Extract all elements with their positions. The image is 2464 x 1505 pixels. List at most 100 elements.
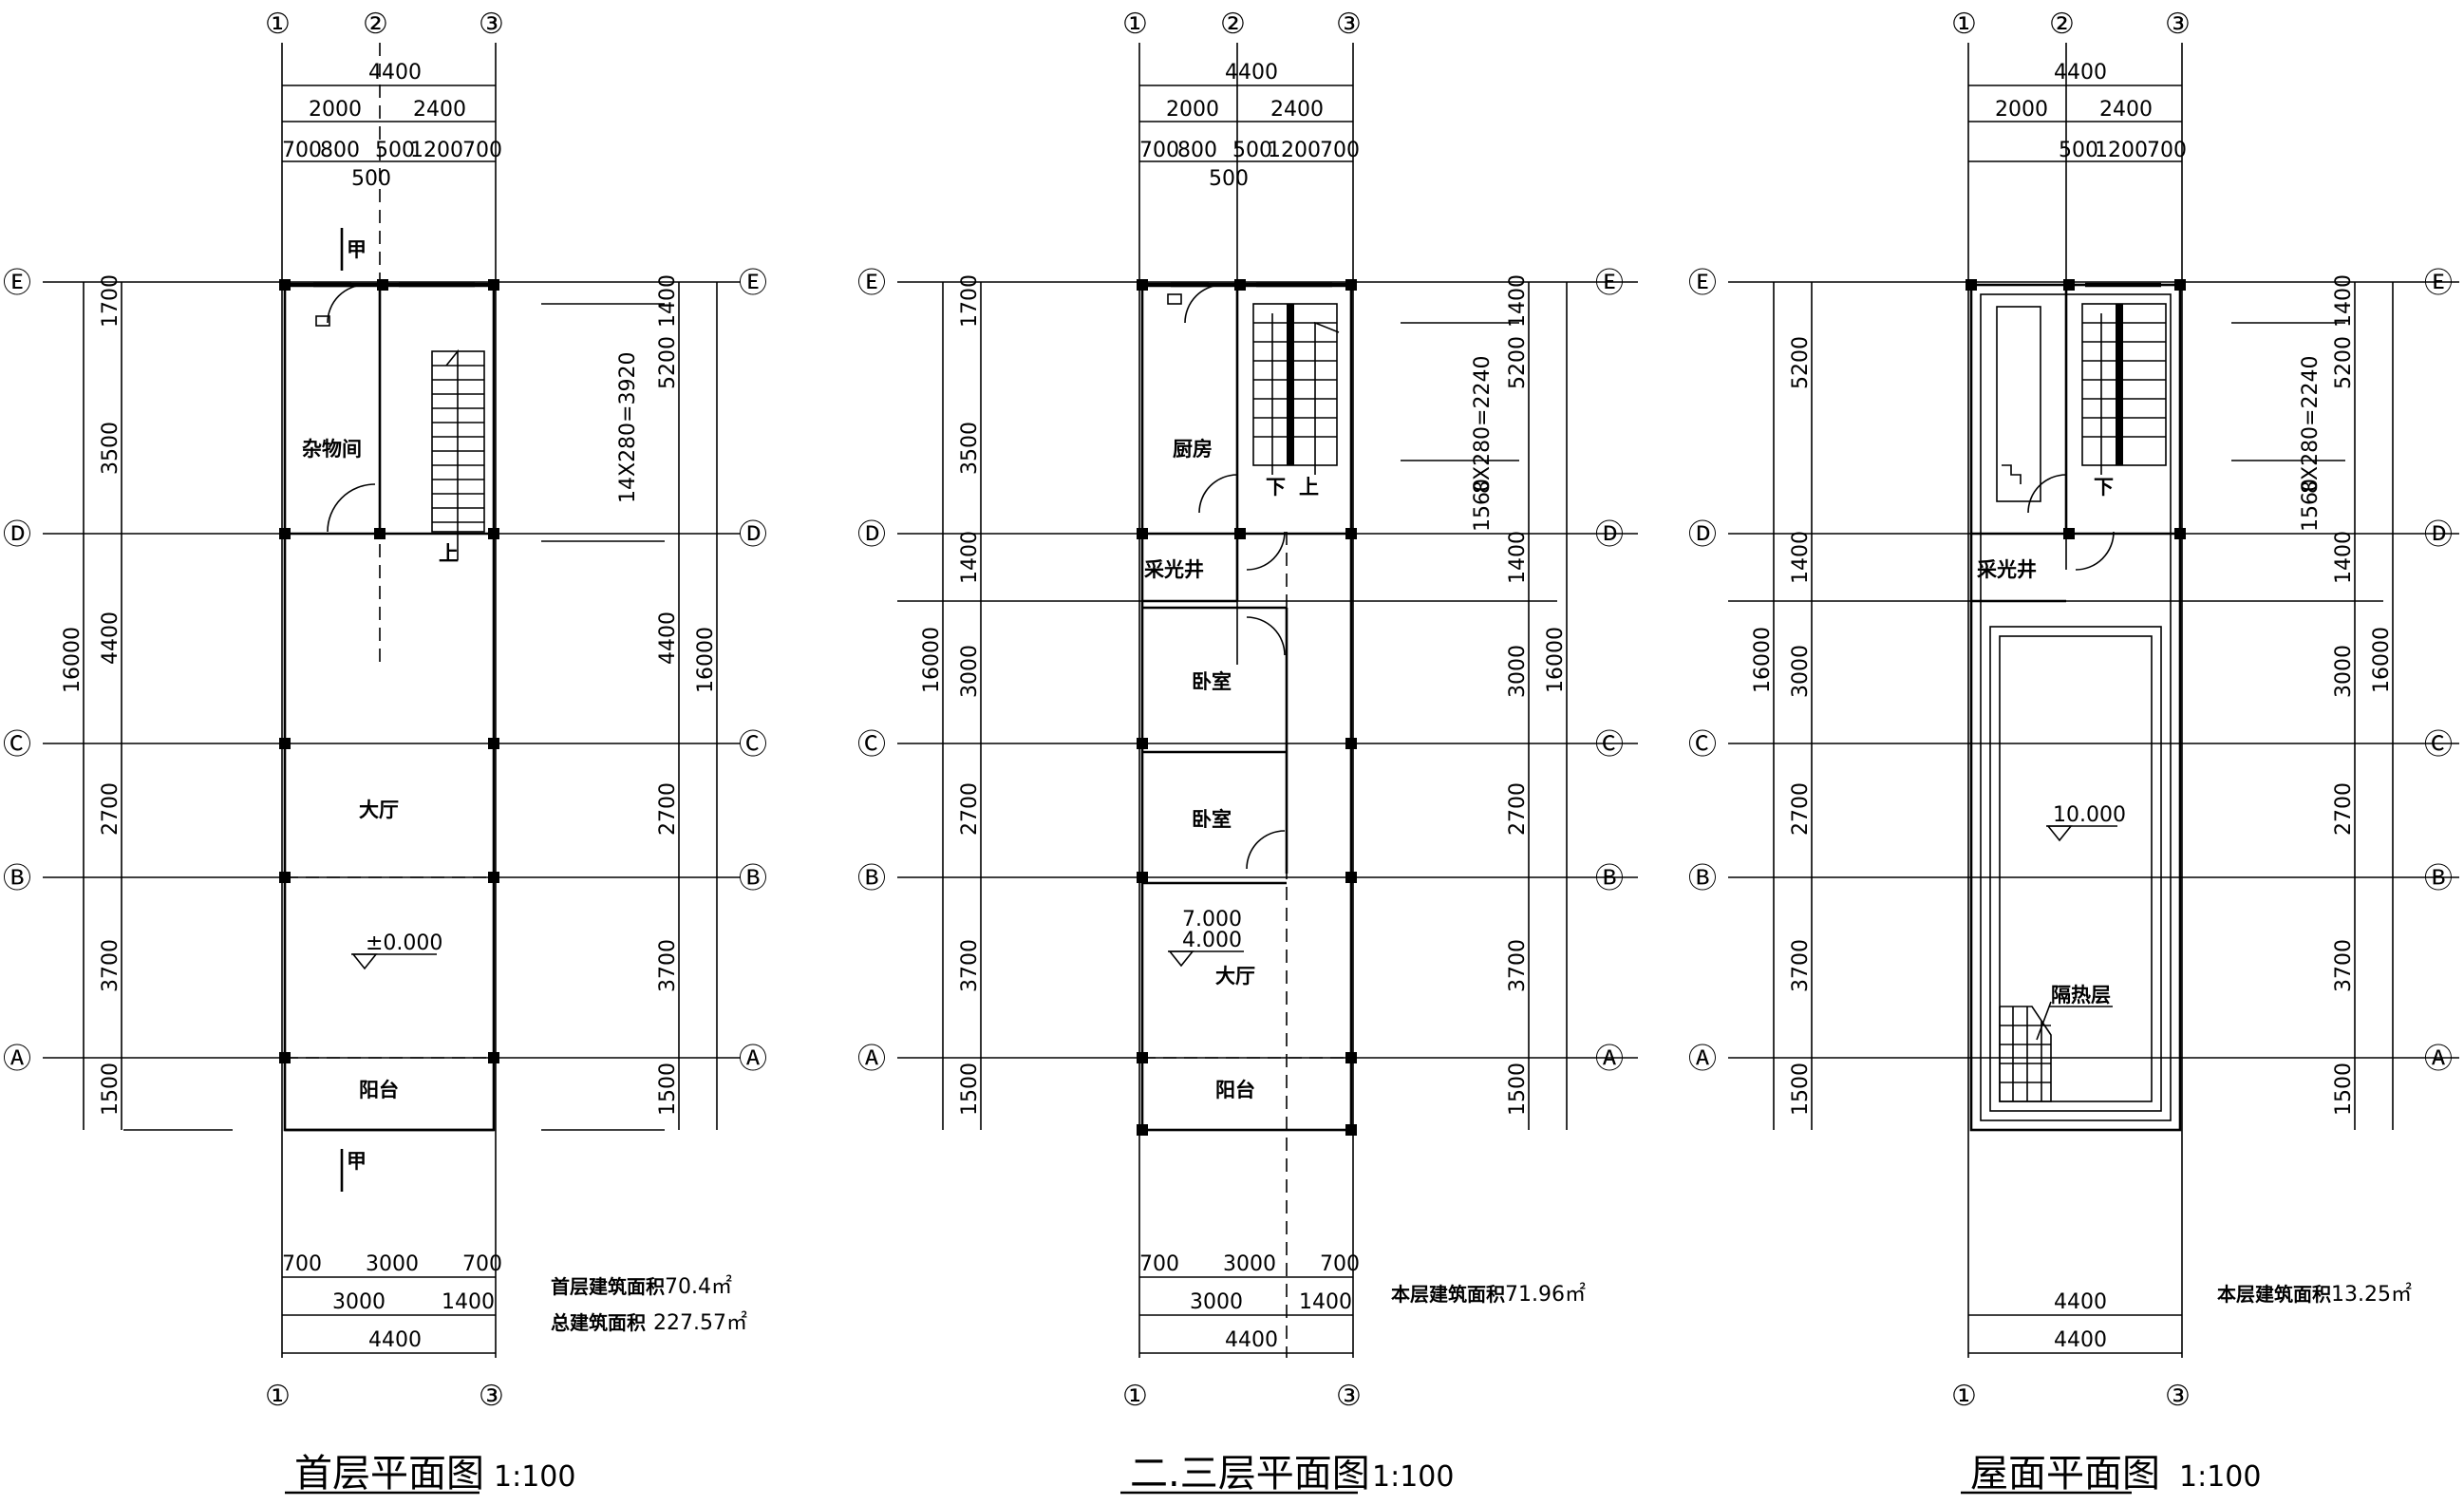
axis-d-left-ground: Ⓓ [3, 518, 31, 552]
dim-right-8-roof: 1500 [2332, 1063, 2356, 1116]
room-bedroom-2: 卧室 [1192, 808, 1232, 831]
area-label-total: 总建筑面积 [551, 1311, 646, 1334]
stair-up-upper: 上 [1299, 476, 1319, 499]
upper-floor-plan: 下 上 厨房 采光井 卧室 卧室 大厅 阳台 7.000 4.000 4400 … [897, 43, 1638, 1496]
dim-left-2: 3500 [99, 422, 122, 475]
plan-scale-roof: 1:100 [2179, 1460, 2261, 1494]
axis-c-right-upper: Ⓒ [1595, 728, 1624, 762]
axis-c-right-roof: Ⓒ [2424, 728, 2453, 762]
dim-right-6-roof: 2700 [2332, 782, 2356, 836]
room-storage: 杂物间 [302, 438, 362, 461]
dim-right-4: 2700 [656, 782, 680, 836]
dim-right-2-roof: 5200 [2332, 336, 2356, 389]
axis-c-right-ground: Ⓒ [739, 728, 767, 762]
dim-total-width-upper: 4400 [1225, 61, 1278, 85]
axis-a-right-upper: Ⓐ [1595, 1043, 1624, 1076]
axis-a-left-ground: Ⓐ [3, 1043, 31, 1076]
stair-up-label: 上 [439, 542, 459, 565]
axis-e-right-upper: Ⓔ [1595, 267, 1624, 300]
ground-floor-plan: 甲 甲 杂物间 大厅 阳台 上 ±0.000 4400 2000 2400 70… [43, 43, 747, 1496]
elevation-ground: ±0.000 [366, 931, 442, 955]
axis-e-left-roof: Ⓔ [1688, 267, 1717, 300]
dim-right-1: 1400 [656, 274, 680, 328]
dim-total-depth-left-upper: 16000 [920, 627, 944, 693]
area-value-ground: 70.4㎡ [665, 1274, 732, 1299]
axis-a-right-ground: Ⓐ [739, 1043, 767, 1076]
dim-width-2-upper: 2400 [1270, 98, 1324, 122]
dim-detail-1-roof: 500 [2059, 139, 2098, 162]
section-mark-top: 甲 [347, 238, 367, 261]
dim-total-depth-right: 16000 [694, 627, 718, 693]
elevation-upper-1: 7.000 [1182, 908, 1242, 931]
dim-total-depth-left-roof: 16000 [1751, 627, 1775, 693]
dim-stair-upper: 8X280=2240 [1471, 356, 1495, 494]
dim-detail-4-upper: 1200 [1268, 139, 1321, 162]
dim-right-2-upper: 5200 [1506, 336, 1530, 389]
dim-detail-sub-upper: 500 [1209, 167, 1249, 191]
dim-left-4-roof: 2700 [1789, 782, 1813, 836]
room-hall: 大厅 [359, 799, 399, 821]
area-label-ground: 首层建筑面积 [551, 1275, 665, 1298]
room-insulation: 隔热层 [2051, 984, 2111, 1006]
dim-bottom-3-upper: 700 [1320, 1252, 1360, 1276]
dim-right-8-upper: 1500 [1506, 1063, 1530, 1116]
dim-right-6: 1500 [656, 1063, 680, 1116]
dim-bottom-total-roof: 4400 [2054, 1328, 2107, 1352]
dim-stair-roof: 8X280=2240 [2299, 356, 2323, 494]
area-value-total: 227.57㎡ [653, 1310, 747, 1335]
dim-detail-2-upper: 800 [1177, 139, 1217, 162]
dim-right-3-upper: 1560 [1471, 479, 1495, 532]
dim-left-4-upper: 3000 [958, 645, 982, 698]
axis-b-right-upper: Ⓑ [1595, 862, 1624, 895]
axis-bubbles: ① ② ③ ① ③ ① ② ③ ① ③ ① ② ③ ① ③ Ⓔ Ⓓ Ⓒ Ⓑ Ⓐ … [3, 8, 2453, 1413]
axis-e-left-ground: Ⓔ [3, 267, 31, 300]
dim-detail-1: 700 [282, 139, 322, 162]
elevation-upper-2: 4.000 [1182, 929, 1242, 952]
dim-right-1-upper: 1400 [1506, 274, 1530, 328]
axis-c-left-upper: Ⓒ [857, 728, 886, 762]
dim-left-6-roof: 1500 [1789, 1063, 1813, 1116]
axis-b-right-roof: Ⓑ [2424, 862, 2453, 895]
dim-left-2-roof: 1400 [1789, 531, 1813, 584]
axis-1-bottom-roof: ① [1951, 1380, 1977, 1413]
dim-left-5-upper: 2700 [958, 782, 982, 836]
axis-1-top-roof: ① [1951, 8, 1977, 41]
dim-left-1-upper: 1700 [958, 274, 982, 328]
axis-3-bottom-ground: ③ [479, 1380, 504, 1413]
dim-left-3: 4400 [99, 611, 122, 665]
dim-detail-sub: 500 [351, 167, 391, 191]
roof-plan: 下 采光井 隔热层 10.000 4400 2000 2400 500 1200… [1728, 43, 2459, 1496]
dim-width-1-upper: 2000 [1166, 98, 1219, 122]
axis-b-left-ground: Ⓑ [3, 862, 31, 895]
axis-3-top-ground: ③ [479, 8, 504, 41]
room-balcony: 阳台 [359, 1079, 399, 1101]
dim-left-6: 1500 [99, 1063, 122, 1116]
dim-bottom-4: 3000 [332, 1290, 386, 1314]
axis-1-bottom-ground: ① [265, 1380, 291, 1413]
dim-right-5: 3700 [656, 939, 680, 992]
room-balcony-upper: 阳台 [1215, 1079, 1255, 1101]
axis-1-top-ground: ① [265, 8, 291, 41]
room-bedroom-1: 卧室 [1192, 670, 1232, 693]
dim-right-3-roof: 1560 [2299, 479, 2323, 532]
axis-d-right-roof: Ⓓ [2424, 518, 2453, 552]
dim-bottom-5-upper: 1400 [1299, 1290, 1352, 1314]
axis-e-left-upper: Ⓔ [857, 267, 886, 300]
dim-detail-2-roof: 1200 [2095, 139, 2148, 162]
dim-left-2-upper: 3500 [958, 422, 982, 475]
dim-detail-5-upper: 700 [1320, 139, 1360, 162]
axis-d-right-upper: Ⓓ [1595, 518, 1624, 552]
plan-title-ground: 首层平面图 [294, 1452, 484, 1496]
elevation-roof: 10.000 [2053, 803, 2126, 827]
dim-detail-3-upper: 500 [1232, 139, 1272, 162]
plan-title-upper: 二.三层平面图 [1130, 1452, 1370, 1496]
dim-left-1-roof: 5200 [1789, 336, 1813, 389]
axis-3-bottom-upper: ③ [1336, 1380, 1362, 1413]
axis-3-bottom-roof: ③ [2165, 1380, 2191, 1413]
dim-detail-3-roof: 700 [2147, 139, 2187, 162]
dim-bottom-total: 4400 [368, 1328, 422, 1352]
dim-bottom-1-upper: 700 [1139, 1252, 1179, 1276]
dim-width-2-roof: 2400 [2099, 98, 2153, 122]
axis-b-right-ground: Ⓑ [739, 862, 767, 895]
